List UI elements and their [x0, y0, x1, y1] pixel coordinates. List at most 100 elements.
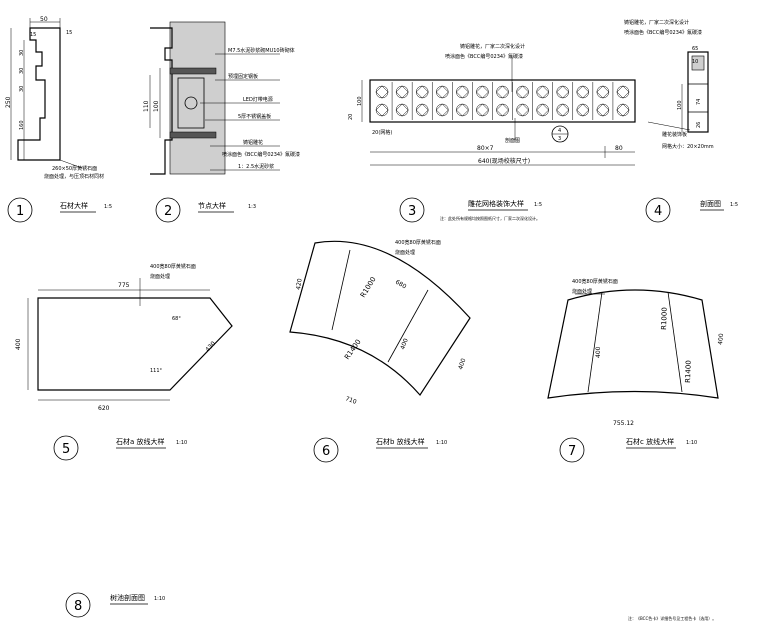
title-6: 6 石材b 放线大样 1:10 [313, 437, 447, 463]
stone-b-outline [289, 240, 471, 396]
dim-d10: 10 [692, 59, 698, 65]
detail-number-circle [65, 592, 91, 618]
detail-1-stone-section: 50 15 15 250 30 30 30 160 260×50厚黄锈石面 烧面… [5, 16, 104, 180]
lattice-ring [516, 85, 529, 99]
detail-title: 石材a 放线大样 [116, 437, 165, 446]
d6-note-1: 400宽80厚黄锈石面 [395, 239, 441, 246]
detail-7-stone-c: R1000 R1400 400 400 755.12 400宽80厚黄锈石面 烧… [547, 278, 725, 427]
dim-mid: 80×7 [477, 145, 494, 152]
detail-title: 树池剖面图 [110, 593, 145, 602]
stone-a-outline [37, 297, 233, 391]
dim-h1: 30 [19, 50, 25, 56]
lattice-diamond [556, 103, 570, 117]
title-7: 7 石材c 放线大样 1:10 [559, 437, 697, 463]
lattice-diamond [536, 103, 550, 117]
detail-3-lattice-elevation: 100 20 80×7 80 640(现场校核尺寸) 20(网格) 铸铝雕花，厂… [348, 43, 636, 166]
lattice-ring [616, 85, 630, 99]
stone-b-joint [331, 249, 351, 331]
detail-scale: 1:5 [730, 202, 738, 208]
detail-scale: 1:5 [104, 204, 112, 210]
leader-line [59, 159, 83, 169]
lattice-ring [576, 85, 590, 99]
detail-scale: 1:10 [176, 440, 187, 446]
dim-left: 420 [295, 278, 304, 290]
dim-left: 400 [595, 346, 602, 358]
title-callouts: 1 石材大样 1:5 2 节点大样 1:3 3 雕花网格装饰大样 1:5 注：此… [7, 197, 738, 618]
dim-left-100: 100 [357, 96, 363, 106]
dim-bottom: 755.12 [613, 420, 634, 427]
dim-total: 640(现场校核尺寸) [478, 157, 530, 165]
detail-number: 6 [322, 444, 330, 459]
lattice-ring [395, 85, 409, 99]
lattice-diamond [415, 85, 429, 99]
leader-line [647, 121, 691, 131]
stone-c-outline [547, 289, 719, 399]
d4-note-3: 雕花装饰板 [662, 131, 687, 138]
dim-top-right: 15 [66, 30, 72, 36]
detail-title: 石材c 放线大样 [626, 437, 674, 446]
detail-5-stone-a: 775 400 620 430 68° 111° 400宽80厚黄锈石面 烧面处… [15, 263, 233, 412]
lattice-diamond [455, 103, 469, 117]
d4-note-2: 喷涂面色《BCC编号0234》氟碳漆 [624, 29, 702, 36]
d2-note-1: M7.5水泥砂浆砌MU10砖砌体 [228, 47, 295, 54]
lattice-ring [516, 103, 529, 117]
detail-scale: 1:5 [534, 202, 542, 208]
stone-cap [150, 27, 173, 175]
detail-number: 2 [164, 204, 172, 219]
lattice-ring [556, 85, 569, 99]
stone-profile [17, 27, 61, 161]
dim-seg2: 400 [457, 357, 467, 370]
detail-number: 5 [62, 442, 70, 457]
detail-number: 7 [568, 444, 576, 459]
lattice-ring [596, 85, 610, 99]
lattice-ring [375, 85, 389, 99]
d6-note-2: 烧面处理 [395, 249, 415, 256]
stone-c-joint [667, 291, 683, 393]
dim-top-w: 50 [40, 16, 48, 23]
dim-h3: 30 [19, 86, 25, 92]
d4-note-1: 铸铝雕花，厂家二次深化设计 [624, 19, 689, 26]
dim-a: 100 [153, 100, 160, 112]
lattice-ring [476, 85, 489, 99]
lattice-diamond [455, 85, 469, 99]
dim-left-20: 20 [348, 114, 354, 120]
lattice-diamond [616, 85, 630, 99]
d1-note-1: 260×50厚黄锈石面 [52, 165, 97, 172]
dim-h-total: 250 [5, 96, 12, 108]
detail-title: 剖面图 [700, 199, 721, 208]
d7-note-2: 烧面处理 [572, 288, 592, 295]
lattice-diamond [596, 85, 610, 99]
lattice-ring [616, 103, 630, 117]
lattice-ring [436, 103, 449, 117]
lattice-diamond [576, 85, 590, 99]
lattice-ring [536, 85, 549, 99]
dim-right: 80 [615, 145, 623, 152]
lattice-diamond [556, 85, 570, 99]
d1-note-2: 烧面处理，与压顶石材同材 [44, 173, 104, 180]
dim-right: 400 [717, 333, 725, 345]
lattice-diamond [616, 103, 630, 117]
detail-2-node-section: 100 110 M7.5水泥砂浆砌MU10砖砌体 预埋固定钢板 LED灯带电源 … [143, 21, 300, 175]
lattice-ring [596, 103, 610, 117]
title-4: 4 剖面图 1:5 [645, 197, 738, 223]
title-8: 8 树池剖面图 1:10 [65, 592, 165, 618]
detail-number: 8 [74, 599, 82, 614]
dim-b: 110 [143, 100, 150, 112]
lattice-ring [375, 103, 389, 117]
dim-h2: 30 [19, 68, 25, 74]
d3-note-1: 铸铝雕花，厂家二次深化设计 [460, 43, 525, 50]
lattice-ring [496, 103, 509, 117]
lattice-diamond [375, 85, 389, 99]
section-top: 4 [558, 128, 561, 134]
section-profile [687, 51, 709, 133]
d2-note-4: 5厚不锈钢盖板 [238, 113, 271, 120]
d5-note-2: 烧面处理 [150, 273, 170, 280]
lattice-ring [415, 103, 429, 117]
dim-top-arc: 680 [394, 279, 408, 291]
detail-title: 石材b 放线大样 [376, 437, 425, 446]
dim-seg1: 400 [399, 337, 410, 350]
angle2: 111° [150, 368, 163, 374]
d2-note-5: 铸铝雕花 [243, 139, 263, 146]
detail-number: 4 [654, 204, 662, 219]
